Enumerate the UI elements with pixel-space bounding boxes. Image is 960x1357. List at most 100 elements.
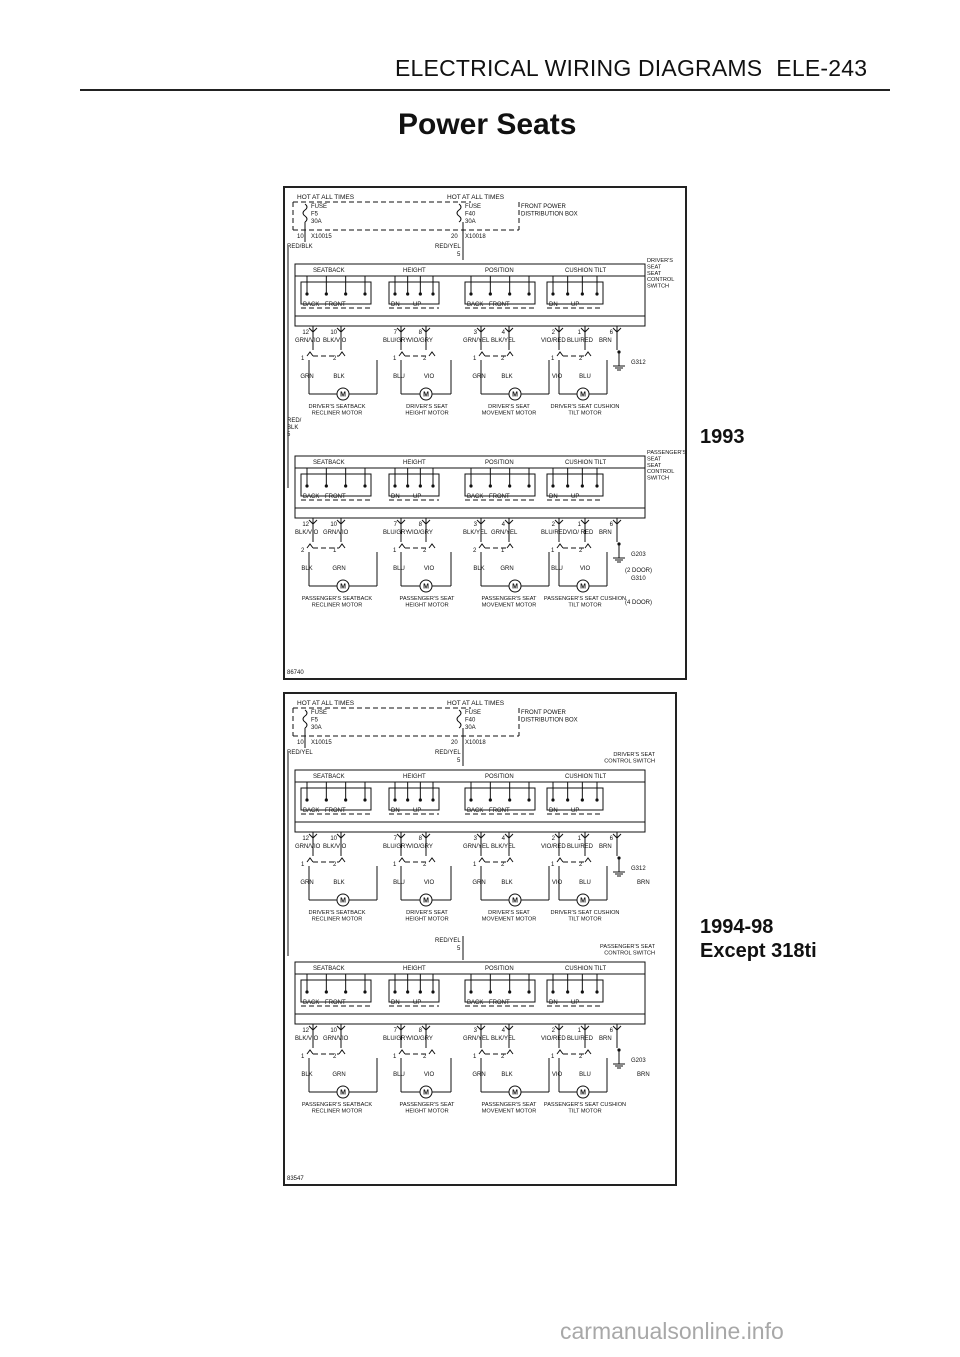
connector-pin: 20 xyxy=(451,234,458,240)
wire-color: RED/BLK xyxy=(287,244,313,250)
connector-pin: 1 xyxy=(578,1028,582,1034)
switch-label: SEAT xyxy=(647,271,662,277)
wire-color: 5 xyxy=(287,432,291,438)
motor-icon-label: M xyxy=(580,898,586,905)
wire-color: VIO xyxy=(552,374,563,380)
wire-color: BLK/VIO xyxy=(295,1036,319,1042)
switch-contact-group xyxy=(464,473,536,497)
switch-contact-group xyxy=(388,979,440,1003)
motor-icon-label: M xyxy=(512,1090,518,1097)
wire-color: GRN/VIO xyxy=(295,338,321,344)
connector-label: X10015 xyxy=(311,740,332,746)
connector-symbol xyxy=(584,351,592,357)
switch-contact-group xyxy=(546,979,604,1003)
direction-label: FRONT xyxy=(325,302,346,308)
switch-label: PASSENGER'S xyxy=(647,450,685,456)
motor-label: PASSENGER'S SEAT xyxy=(482,596,538,602)
direction-label: BACK xyxy=(467,494,483,500)
direction-label: UP xyxy=(571,1000,579,1006)
seat-control-switch-box xyxy=(294,769,646,833)
connector-pin: 8 xyxy=(419,330,423,336)
connector-symbol xyxy=(584,543,592,549)
switch-contact-group xyxy=(546,473,604,497)
motor-connector-pin: 1 xyxy=(393,862,397,868)
motor-icon-label: M xyxy=(423,392,429,399)
motor-label: HEIGHT MOTOR xyxy=(405,411,448,417)
fuse-label: FUSE xyxy=(465,204,481,210)
wire-color: BLK/YEL xyxy=(463,530,488,536)
wire-color: BLU xyxy=(393,374,405,380)
motor-label: DRIVER'S SEAT xyxy=(406,404,448,410)
switch-label: DRIVER'S xyxy=(647,258,673,264)
switch-contact-point xyxy=(324,292,328,296)
connector-symbol xyxy=(306,1049,314,1055)
switch-contact-point xyxy=(580,798,584,802)
connector-symbol xyxy=(478,1049,486,1055)
connector-pin: 1 xyxy=(578,330,582,336)
switch-contact-point xyxy=(551,990,555,994)
wire-color: BLK xyxy=(501,374,512,380)
switch-contact-point xyxy=(393,484,397,488)
motor-connector-pin: 1 xyxy=(393,1054,397,1060)
switch-group-label: CUSHION TILT xyxy=(565,268,606,274)
direction-label: FRONT xyxy=(325,808,346,814)
switch-group-label: CUSHION TILT xyxy=(565,966,606,972)
motor-connector-pin: 1 xyxy=(551,356,555,362)
connector-symbol xyxy=(478,543,486,549)
connector-symbol xyxy=(584,857,592,863)
switch-contact-point xyxy=(406,990,410,994)
motor-connector-pin: 1 xyxy=(333,548,337,554)
connector-symbol xyxy=(306,857,314,863)
wire-color: BLU xyxy=(393,1072,405,1078)
motor-icon-label: M xyxy=(340,898,346,905)
switch-contact-group xyxy=(464,979,536,1003)
motor-label: DRIVER'S SEAT xyxy=(488,910,530,916)
seat-control-switch-box xyxy=(294,455,646,519)
ground-label: (4 DOOR) xyxy=(625,600,652,606)
switch-group-label: SEATBACK xyxy=(313,268,345,274)
wire-color: VIO/RED xyxy=(541,1036,566,1042)
connector-symbol xyxy=(504,519,514,525)
connector-symbol xyxy=(612,327,622,333)
direction-label: BACK xyxy=(303,302,319,308)
switch-group-label: HEIGHT xyxy=(403,460,426,466)
connector-pin: 7 xyxy=(394,1028,398,1034)
motor-icon-label: M xyxy=(580,1090,586,1097)
wire-color: BLU/RED xyxy=(567,338,594,344)
switch-contact-group xyxy=(300,979,372,1003)
motor-label: RECLINER MOTOR xyxy=(312,603,363,609)
switch-label: CONTROL SWITCH xyxy=(604,951,655,957)
switch-contact-point xyxy=(508,798,512,802)
wire-color: GRN xyxy=(472,374,485,380)
motor-connector-pin: 2 xyxy=(579,356,583,362)
connector-pin: 10 xyxy=(330,522,337,528)
switch-contact-group xyxy=(300,473,372,497)
direction-label: BACK xyxy=(303,1000,319,1006)
wire-color: GRN/YEL xyxy=(463,844,490,850)
ground-label: G312 xyxy=(631,360,646,366)
connector-symbol xyxy=(336,833,346,839)
switch-group-label: SEATBACK xyxy=(313,966,345,972)
motor-label: DRIVER'S SEATBACK xyxy=(309,404,366,410)
switch-contact-point xyxy=(469,292,473,296)
diagram-id: 86740 xyxy=(287,670,304,676)
connector-pin: 10 xyxy=(330,1028,337,1034)
switch-contact-group xyxy=(388,787,440,811)
switch-contact-point xyxy=(566,798,570,802)
connector-pin: 10 xyxy=(297,234,304,240)
switch-contact-point xyxy=(393,990,397,994)
motor-connector-pin: 1 xyxy=(473,356,477,362)
fuse-symbol xyxy=(302,709,308,729)
switch-contact-point xyxy=(305,798,309,802)
switch-contact-point xyxy=(324,990,328,994)
connector-pin: 2 xyxy=(552,1028,556,1034)
fuse-label: FUSE xyxy=(311,710,327,716)
section-title: ELECTRICAL WIRING DIAGRAMS xyxy=(395,55,763,81)
connector-pin: 10 xyxy=(297,740,304,746)
wire-color: BLK xyxy=(301,566,312,572)
motor-connector-pin: 2 xyxy=(579,862,583,868)
connector-symbol xyxy=(506,857,514,863)
fuse-label: F40 xyxy=(465,718,476,724)
connector-symbol xyxy=(396,519,406,525)
connector-pin: 12 xyxy=(302,836,309,842)
